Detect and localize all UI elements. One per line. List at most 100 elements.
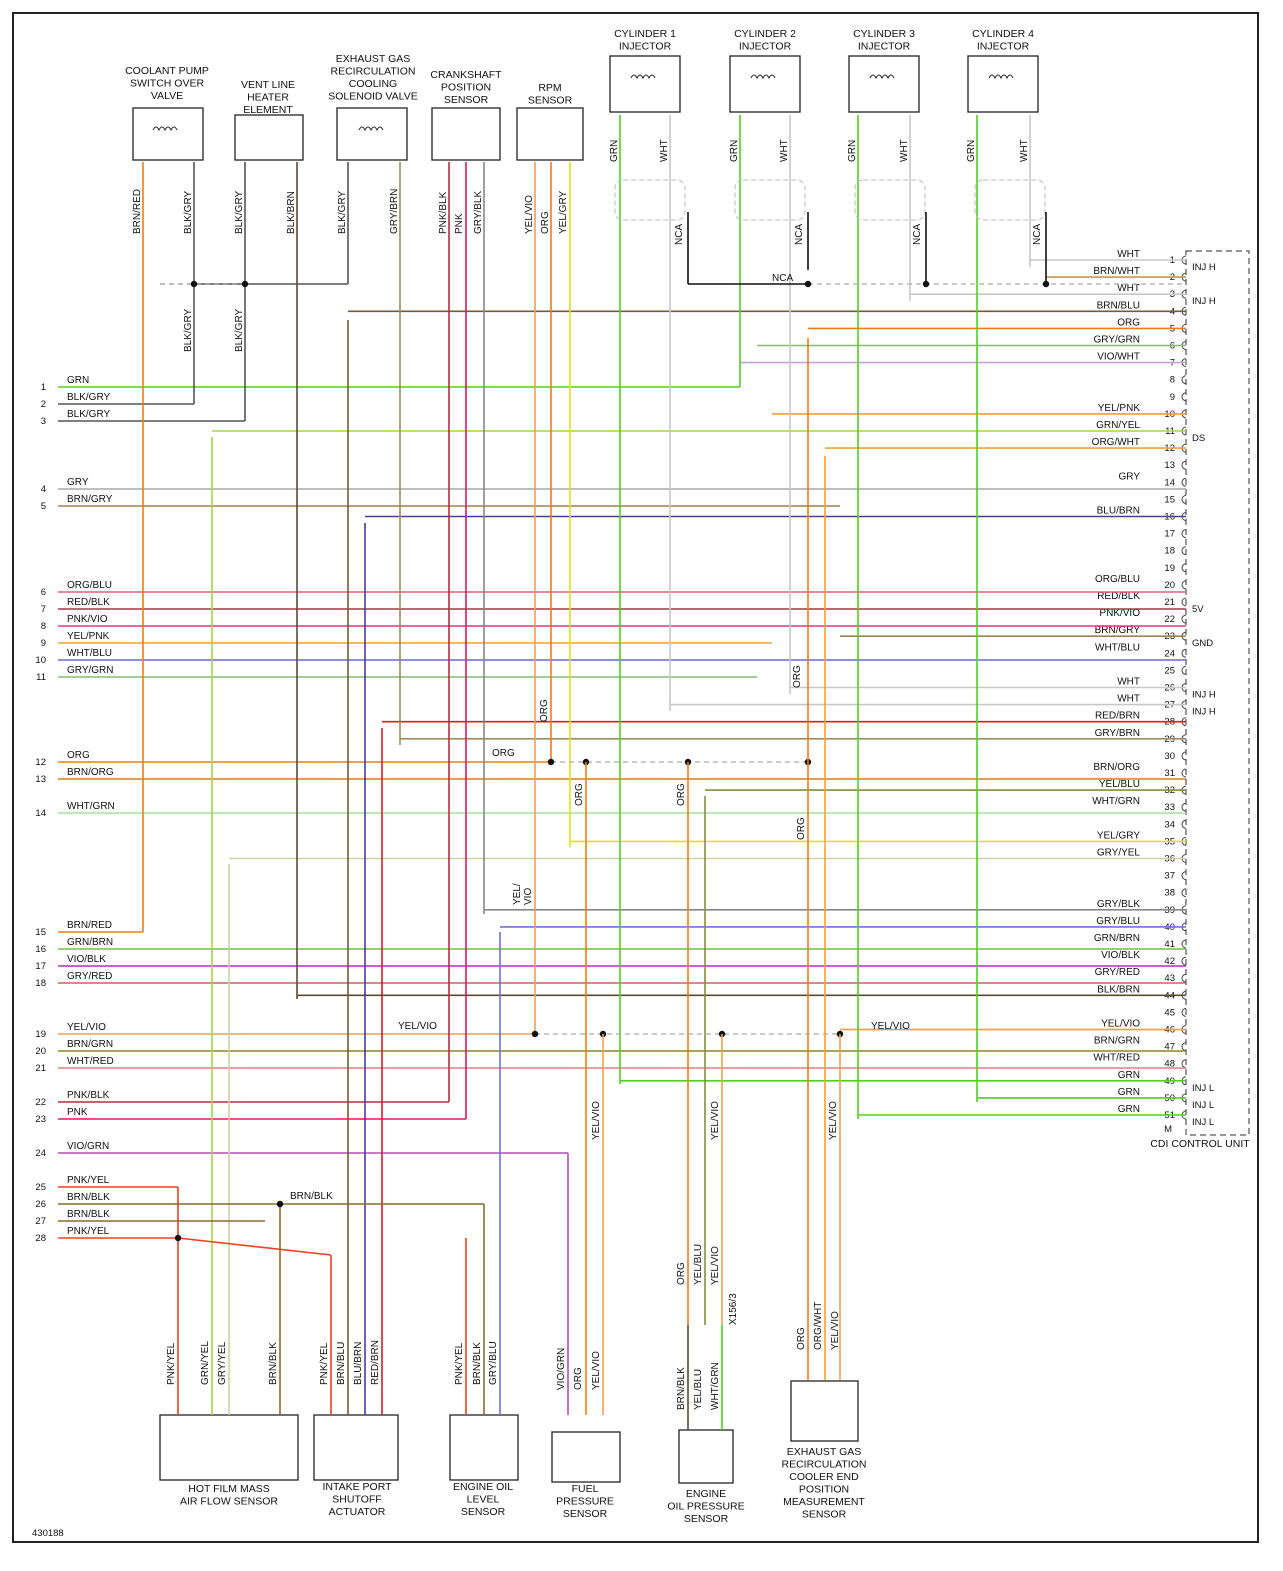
vent-heater-title: ELEMENT	[243, 104, 293, 116]
oil-level-sensor-title: ENGINE OIL	[453, 1481, 513, 1493]
top-wire-label: GRN	[729, 140, 740, 162]
bottom-wire-label: PNK/YEL	[319, 1342, 330, 1385]
yel-vio-label: YEL/VIO	[828, 1101, 839, 1140]
left-wire-label: GRY	[67, 477, 89, 488]
cu-pin-socket	[1181, 460, 1187, 470]
yel-vio-split-label: VIO	[523, 888, 534, 905]
injector-title-cyl4: CYLINDER 4	[972, 28, 1034, 40]
cu-wire-label: WHT/GRN	[1092, 796, 1140, 807]
left-wire-label: GRN/BRN	[67, 937, 113, 948]
cu-wire-label: ORG/WHT	[1092, 437, 1140, 448]
left-pin-number: 2	[41, 399, 46, 410]
cu-pin-socket	[1181, 973, 1187, 983]
left-pin-number: 14	[35, 808, 46, 819]
cu-wire-label: YEL/VIO	[1101, 1019, 1140, 1030]
cu-wire-label: ORG	[1117, 317, 1140, 328]
cu-wire-label: PNK/VIO	[1099, 608, 1140, 619]
cu-pin-socket	[1181, 563, 1187, 573]
coil-icon	[750, 74, 776, 80]
cu-pin-socket	[1181, 375, 1187, 385]
cu-pin-socket	[1181, 751, 1187, 761]
left-wire-label: GRY/GRN	[67, 665, 114, 676]
left-wire-label: ORG/BLU	[67, 580, 112, 591]
cu-pin-number: 43	[1164, 973, 1175, 984]
left-pin-number: 8	[41, 621, 46, 632]
nca-label: NCA	[1032, 224, 1043, 245]
vent-line-heater	[234, 114, 304, 161]
cu-pin-number: 21	[1164, 597, 1175, 608]
intake-port-actuator-title: ACTUATOR	[329, 1506, 386, 1518]
cu-wire-label: BRN/ORG	[1093, 762, 1140, 773]
left-pin-number: 18	[35, 978, 46, 989]
control-unit-label: CDI CONTROL UNIT	[1150, 1138, 1250, 1150]
cu-pin-socket	[1181, 768, 1187, 778]
top-wire-label: BLK/GRY	[183, 309, 194, 352]
org-label: ORG	[539, 699, 550, 722]
cu-wire-label: YEL/BLU	[1099, 779, 1140, 790]
cu-pin-number: 31	[1164, 768, 1175, 779]
bottom-wire-label: ORG	[676, 1262, 687, 1285]
egr-position-sensor-title: RECIRCULATION	[782, 1459, 867, 1471]
control-unit-pin-m: M	[1164, 1124, 1172, 1135]
cu-wire-label: ORG/BLU	[1095, 574, 1140, 585]
cu-pin-number: 48	[1164, 1059, 1175, 1070]
vent-heater-title: HEATER	[247, 92, 289, 104]
cu-pin-socket	[1181, 477, 1187, 487]
cu-wire-label: VIO/BLK	[1101, 950, 1140, 961]
coil-icon	[869, 74, 895, 80]
egr-position-sensor-title: SENSOR	[802, 1509, 847, 1521]
left-wire-label: VIO/BLK	[67, 954, 106, 965]
fuel-pressure-sensor-title: PRESSURE	[556, 1496, 614, 1508]
top-wire-label: WHT	[779, 139, 790, 162]
shield-icon	[854, 179, 926, 221]
top-wire-label: BLK/GRY	[234, 309, 245, 352]
bottom-wire-label: RED/BRN	[370, 1340, 381, 1385]
coolant-pump-title: SWITCH OVER	[130, 78, 205, 90]
splice-blk-gry	[241, 280, 249, 288]
connector-x156: X156/3	[728, 1293, 739, 1325]
cu-pin-socket	[1181, 597, 1187, 607]
left-pin-number: 17	[35, 961, 46, 972]
intake-port-actuator	[313, 1414, 399, 1481]
oil-pressure-sensor	[678, 1429, 734, 1484]
cu-pin-number: 18	[1164, 546, 1175, 557]
bottom-wire-label: ORG	[573, 1367, 584, 1390]
cu-pin-number: 20	[1164, 580, 1175, 591]
bottom-wire-label: GRY/BLU	[488, 1341, 499, 1385]
org-label: ORG	[676, 783, 687, 806]
org-label: ORG	[574, 783, 585, 806]
cu-wire-label: GRY/BRN	[1095, 728, 1140, 739]
shield-icon	[734, 179, 806, 221]
cu-wire-label: GRY	[1119, 471, 1141, 482]
injector-title-cyl2: CYLINDER 2	[734, 28, 796, 40]
bottom-wire-label: BRN/BLU	[336, 1342, 347, 1385]
injector-cyl2	[729, 55, 801, 113]
control-unit-group-inj-h: INJ H	[1192, 262, 1216, 273]
brn-blk-label: BRN/BLK	[290, 1191, 333, 1202]
cu-wire-label: GRN	[1118, 1087, 1140, 1098]
coolant-pump-title: VALVE	[151, 90, 183, 102]
yel-vio-label: YEL/VIO	[710, 1101, 721, 1140]
left-pin-number: 15	[35, 927, 46, 938]
diagram-id: 430188	[32, 1528, 64, 1539]
left-pin-number: 20	[35, 1046, 46, 1057]
cu-wire-label: GRY/GRN	[1094, 335, 1141, 346]
crankshaft-sensor	[431, 107, 501, 161]
left-pin-number: 7	[41, 604, 46, 615]
cu-wire-label: WHT	[1117, 283, 1140, 294]
hot-film-sensor-title: AIR FLOW SENSOR	[180, 1496, 278, 1508]
egr-position-sensor	[790, 1380, 859, 1442]
org-label: ORG	[792, 665, 803, 688]
left-pin-number: 19	[35, 1029, 46, 1040]
nca-label: NCA	[674, 224, 685, 245]
control-unit-group-ds: DS	[1192, 433, 1205, 444]
left-pin-number: 26	[35, 1199, 46, 1210]
bottom-wire-label: GRY/YEL	[217, 1341, 228, 1385]
top-wire-label: GRY/BLK	[473, 191, 484, 234]
yel-vio-splice	[531, 1030, 539, 1038]
oil-level-sensor-title: LEVEL	[467, 1494, 500, 1506]
bottom-wire-label: BLU/BRN	[353, 1342, 364, 1385]
egr-position-sensor-title: POSITION	[799, 1484, 849, 1496]
egr-valve-title: RECIRCULATION	[331, 66, 416, 78]
left-wire-label: GRY/RED	[67, 971, 112, 982]
